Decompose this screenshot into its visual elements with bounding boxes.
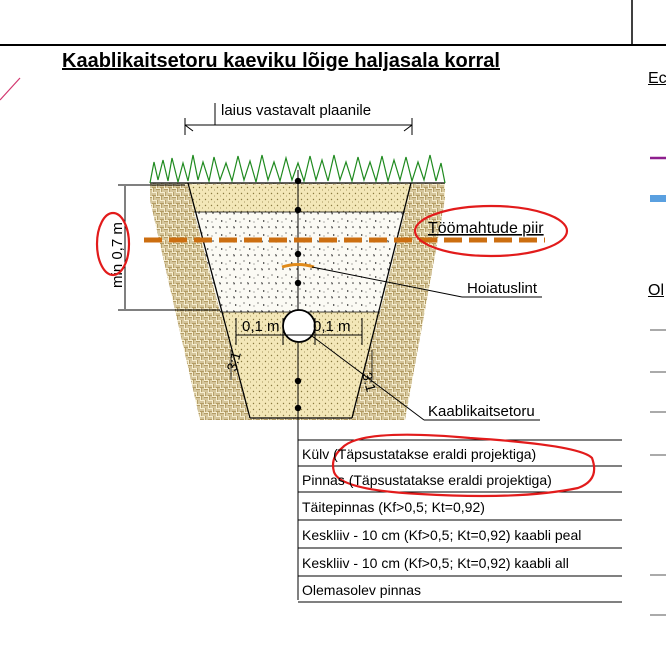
width-arrow-right <box>403 124 413 132</box>
legend-row-sand-above: Keskliiv - 10 cm (Kf>0,5; Kt=0,92) kaabl… <box>302 527 582 543</box>
width-arrow-left <box>184 124 194 132</box>
legend-row-existing-soil: Olemasolev pinnas <box>302 582 422 598</box>
work-limit-label: Töömahtude piir <box>428 220 544 237</box>
slope-left-label: 3:1 <box>223 350 244 373</box>
right-fragment-top: Ec <box>648 70 666 87</box>
cable-pipe-leader <box>311 335 425 421</box>
legend-table <box>298 439 622 603</box>
warning-tape-label: Hoiatuslint <box>467 280 538 297</box>
legend-row-soil: Pinnas (Täpsustatakse eraldi projektiga) <box>302 472 552 488</box>
red-annotations <box>95 204 596 498</box>
trench-wall-left <box>187 182 251 419</box>
offset-left-label: 0,1 m <box>242 318 280 335</box>
offset-right-label: 0,1 m <box>313 318 351 335</box>
annotation-depth <box>95 211 131 277</box>
topsoil-layer <box>188 185 411 212</box>
sand-below-cable <box>228 338 372 418</box>
legend-row-seeding: Külv (Täpsustatakse eraldi projektiga) <box>302 446 537 462</box>
backfill-layer <box>194 212 405 312</box>
grass-line <box>149 154 446 184</box>
cable-pipe-label: Kaablikaitsetoru <box>428 403 535 420</box>
stray-mark <box>0 77 21 101</box>
diagram-title: Kaablikaitsetoru kaeviku lõige haljasala… <box>62 50 500 72</box>
slope-right-label: 3:1 <box>359 371 380 394</box>
legend-row-backfill: Täitepinnas (Kf>0,5; Kt=0,92) <box>302 499 485 515</box>
trench-wall-right <box>351 182 412 419</box>
warning-tape-leader <box>311 266 463 298</box>
legend-row-sand-below: Keskliiv - 10 cm (Kf>0,5; Kt=0,92) kaabl… <box>302 555 569 571</box>
cable-pipe <box>282 309 316 343</box>
annotation-layers <box>331 433 596 498</box>
annotation-work-limit <box>413 204 569 258</box>
right-dash-lines <box>650 329 666 616</box>
depth-label: min 0,7 m <box>109 222 126 288</box>
right-fragment-middle: Ol <box>648 282 664 299</box>
warning-tape <box>281 263 315 269</box>
right-accent-blue <box>650 195 666 202</box>
width-label: laius vastavalt plaanile <box>221 102 371 119</box>
